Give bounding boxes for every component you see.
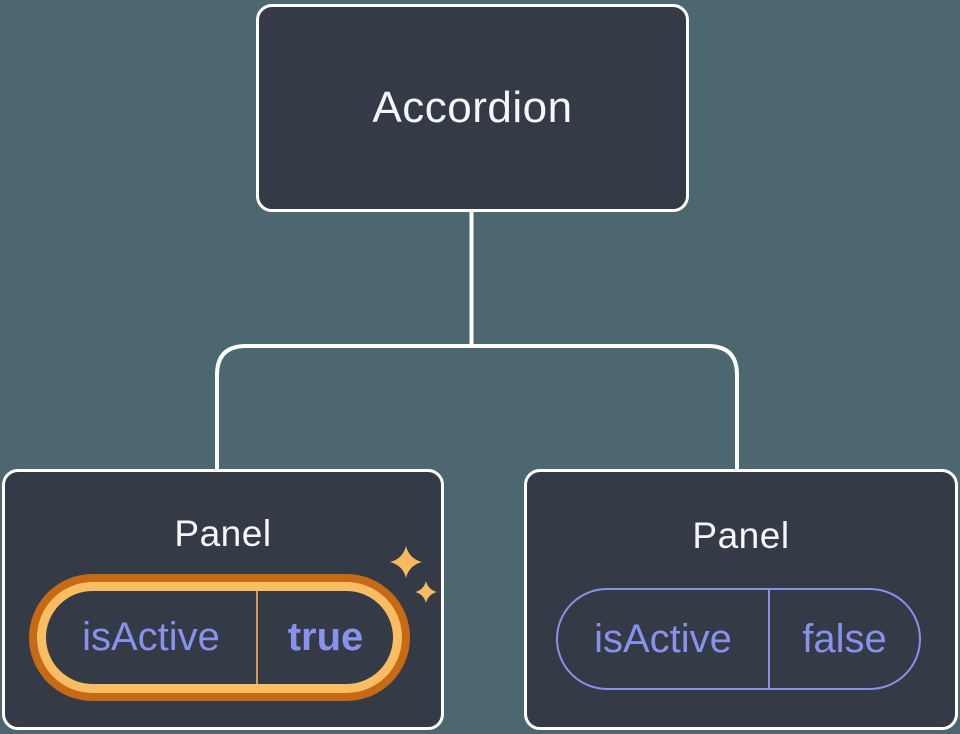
sparkle-icon	[390, 546, 437, 603]
prop-pill-active-highlight-ring: isActive true	[29, 574, 410, 701]
prop-pill-active-inner-ring: isActive true	[37, 582, 402, 693]
sparkle-icon-small	[415, 581, 437, 603]
prop-value: false	[768, 590, 919, 688]
connector-branch	[215, 344, 739, 473]
prop-name: isActive	[82, 615, 220, 659]
node-panel-active: Panel isActive true	[2, 469, 444, 730]
node-panel-inactive: Panel isActive false	[524, 469, 958, 730]
panel-label: Panel	[174, 513, 272, 554]
sparkle-icon-large	[390, 546, 422, 578]
node-accordion: Accordion	[256, 4, 689, 212]
prop-name: isActive	[594, 616, 732, 661]
prop-pill-active: isActive true	[46, 591, 393, 684]
accordion-label: Accordion	[372, 83, 573, 132]
prop-pill-inactive: isActive false	[556, 588, 921, 690]
panel-label: Panel	[692, 515, 790, 556]
prop-value: true	[256, 591, 393, 684]
